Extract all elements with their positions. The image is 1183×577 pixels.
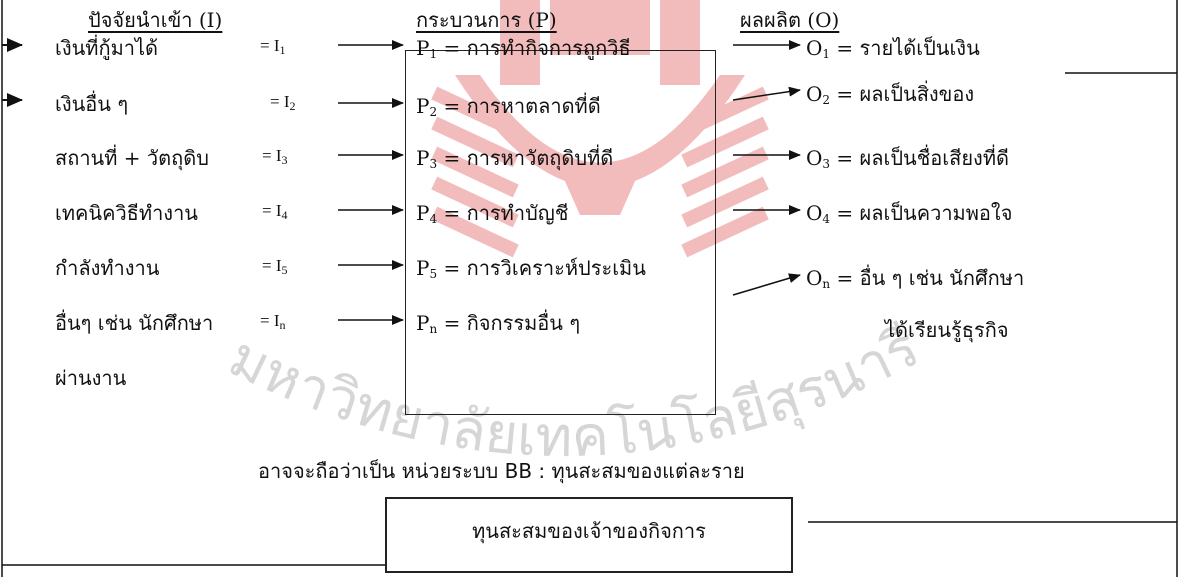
capital-box-label: ทุนสะสมของเจ้าของกิจการ xyxy=(472,519,706,543)
input-label-1: เงินที่กู้มาได้ xyxy=(55,36,159,60)
input-code-6: = In xyxy=(260,311,286,332)
output-arrow-5 xyxy=(732,273,801,296)
output-3: O3 = ผลเป็นชื่อเสียงที่ดี xyxy=(806,146,1009,171)
input-label-5: กำลังทำงาน xyxy=(55,256,160,280)
input-label-6: อื่นๆ เช่น นักศึกษา xyxy=(55,311,214,335)
input-code-5: = I5 xyxy=(262,256,288,277)
input-code-3: = I3 xyxy=(262,146,288,167)
output-5: On = อื่น ๆ เช่น นักศึกษา xyxy=(806,266,1025,291)
output-arrow-2 xyxy=(732,86,801,101)
input-label-4: เทคนิควิธีทำงาน xyxy=(55,201,198,225)
system-unit-note: อาจจะถือว่าเป็น หน่วยระบบ BB : ทุนสะสมขอ… xyxy=(258,459,745,483)
process-3: P3 = การหาวัตถุดิบที่ดี xyxy=(416,146,614,171)
input-continuation: ผ่านงาน xyxy=(55,366,127,390)
input-code-2: = I2 xyxy=(270,92,296,113)
process-2: P2 = การหาตลาดที่ดี xyxy=(416,94,601,119)
processes-header: กระบวนการ (P) xyxy=(416,8,557,32)
input-code-1: = I1 xyxy=(260,36,286,57)
input-label-2: เงินอื่น ๆ xyxy=(55,92,129,116)
output-continuation: ได้เรียนรู้ธุรกิจ xyxy=(885,318,1009,342)
inputs-header: ปัจจัยนำเข้า (I) xyxy=(88,8,223,32)
output-1: O1 = รายได้เป็นเงิน xyxy=(806,36,980,61)
input-label-3: สถานที่ + วัตถุดิบ xyxy=(55,146,209,170)
process-6: Pn = กิจกรรมอื่น ๆ xyxy=(416,311,581,336)
process-1: P1 = การทำกิจการถูกวิธี xyxy=(416,36,631,61)
capital-box xyxy=(385,497,793,573)
process-5: P5 = การวิเคราะห์ประเมิน xyxy=(416,256,646,281)
process-4: P4 = การทำบัญชี xyxy=(416,201,569,226)
outputs-header: ผลผลิต (O) xyxy=(740,8,840,32)
process-box xyxy=(405,50,716,415)
output-4: O4 = ผลเป็นความพอใจ xyxy=(806,201,1013,226)
input-code-4: = I4 xyxy=(262,201,288,222)
output-2: O2 = ผลเป็นสิ่งของ xyxy=(806,82,975,107)
